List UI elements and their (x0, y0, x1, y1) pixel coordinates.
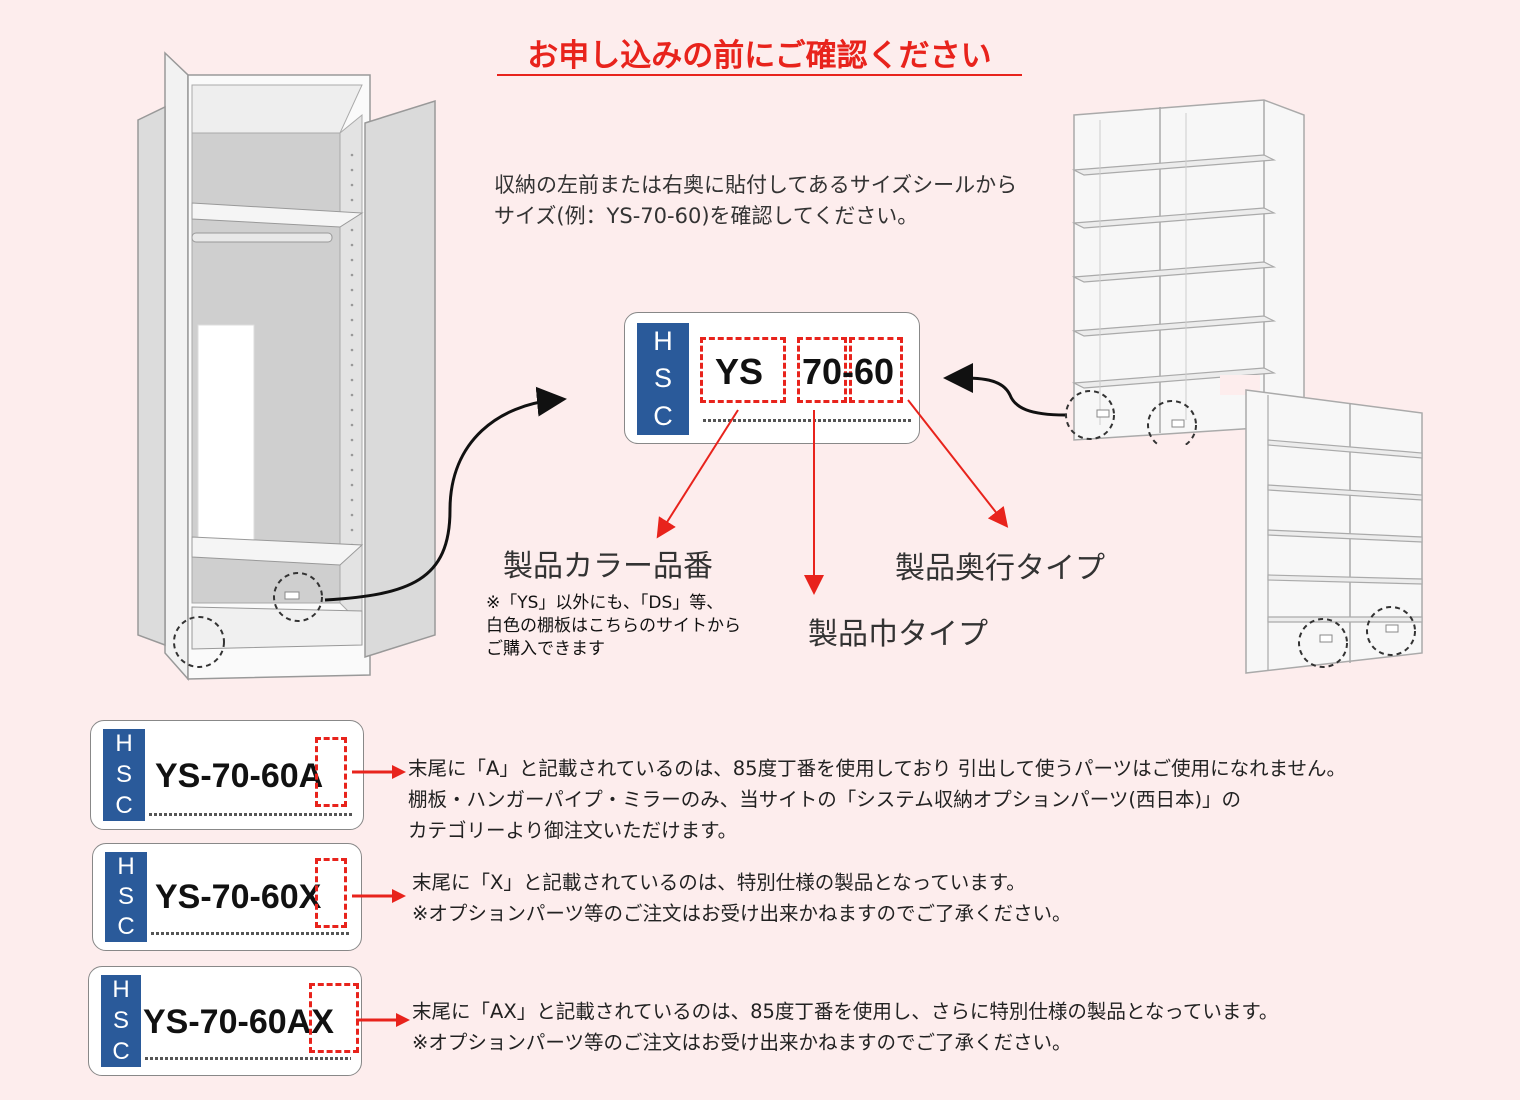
color-note: ※「YS」以外にも、「DS」等、 白色の棚板はこちらのサイトから ご購入できます (486, 592, 741, 661)
variant-label-ax: H S C YS-70-60AX (88, 966, 362, 1076)
logo-letter-c: C (653, 400, 673, 431)
variant-code: YS-70-60A (155, 757, 323, 796)
note-line-3: ご購入できます (486, 639, 605, 659)
hsc-logo: H S C (101, 975, 141, 1067)
intro-line-2: サイズ(例：YS-70-60)を確認してください。 (494, 204, 919, 228)
suffix-box (315, 737, 347, 807)
variant-code-suffix: A (298, 757, 324, 795)
intro-text: 収納の左前または右奥に貼付してあるサイズシールから サイズ(例：YS-70-60… (494, 170, 1017, 232)
variant-label-a: H S C YS-70-60A (90, 720, 364, 830)
intro-line-1: 収納の左前または右奥に貼付してあるサイズシールから (494, 173, 1018, 197)
variant-a-line-3: カテゴリーより御注文いただけます。 (408, 819, 738, 842)
variant-row-a: H S C YS-70-60A (90, 720, 365, 832)
note-line-1: ※「YS」以外にも、「DS」等、 (486, 593, 724, 613)
logo-letter-h: H (112, 976, 130, 1004)
wardrobe-illustration (137, 51, 436, 681)
callout-width: 製品巾タイプ (808, 617, 988, 652)
depth-code-box (849, 337, 903, 403)
variant-row-ax: H S C YS-70-60AX (88, 966, 364, 1078)
title-underline (497, 74, 1022, 76)
callout-depth: 製品奥行タイプ (895, 551, 1105, 586)
row-arrow-ax (356, 1013, 410, 1027)
color-code: YS (715, 351, 764, 392)
logo-letter-s: S (117, 883, 134, 910)
note-line-2: 白色の棚板はこちらのサイトから (486, 616, 741, 636)
hsc-logo: H S C (105, 852, 147, 942)
logo-letter-c: C (117, 913, 135, 940)
variant-row-x: H S C YS-70-60X (92, 843, 364, 953)
variant-code: YS-70-60X (155, 878, 321, 917)
variant-a-line-2: 棚板・ハンガーパイプ・ミラーのみ、当サイトの「システム収納オプションパーツ(西日… (408, 788, 1242, 811)
logo-letter-h: H (653, 326, 673, 357)
variant-code-base: YS-70-60 (143, 1003, 287, 1041)
logo-letter-s: S (112, 1006, 129, 1034)
shelving-illustration-2 (1245, 389, 1423, 674)
variant-ax-line-1: 末尾に「AX」と記載されているのは、85度丁番を使用し、さらに特別仕様の製品とな… (412, 1000, 1279, 1023)
logo-letter-h: H (117, 853, 135, 880)
callout-arrows (656, 399, 1009, 595)
pointer-arrow-left (324, 386, 567, 602)
variant-code: YS-70-60AX (143, 1003, 334, 1042)
logo-letter-h: H (115, 730, 133, 758)
logo-letter-c: C (115, 791, 133, 819)
logo-letter-s: S (653, 363, 672, 394)
variant-label-x: H S C YS-70-60X (92, 843, 362, 951)
row-arrow-x (352, 889, 406, 903)
pointer-arrow-right (943, 363, 1066, 417)
variant-x-line-1: 末尾に「X」と記載されているのは、特別仕様の製品となっています。 (412, 871, 1026, 894)
logo-letter-c: C (112, 1037, 130, 1065)
suffix-box (309, 983, 359, 1053)
label-url-line (703, 419, 913, 422)
color-code-box (700, 337, 786, 403)
variant-x-line-2: ※オプションパーツ等のご注文はお受け出来かねますのでご了承ください。 (412, 902, 1072, 925)
shelving-illustration-1 (1065, 99, 1305, 445)
variant-code-base: YS-70-60 (155, 878, 299, 916)
variant-description-a: 末尾に「A」と記載されているのは、85度丁番を使用しており 引出して使うパーツは… (408, 753, 1346, 846)
label-url-line (145, 1057, 351, 1060)
hsc-logo: H S C (637, 323, 689, 435)
variant-description-ax: 末尾に「AX」と記載されているのは、85度丁番を使用し、さらに特別仕様の製品とな… (412, 996, 1278, 1058)
label-url-line (151, 932, 351, 935)
page-title: お申し込みの前にご確認ください (527, 38, 992, 74)
variant-ax-line-2: ※オプションパーツ等のご注文はお受け出来かねますのでご了承ください。 (412, 1031, 1072, 1054)
hsc-logo: H S C (103, 729, 145, 821)
callout-color: 製品カラー品番 (503, 549, 713, 584)
size-code: 70-60 (802, 351, 895, 392)
variant-code-base: YS-70-60 (155, 757, 299, 795)
logo-letter-s: S (115, 760, 132, 788)
label-url-line (149, 813, 353, 816)
size-label-example: H S C YS 70-60 (624, 312, 920, 444)
width-code-box (797, 337, 847, 403)
suffix-box (315, 858, 347, 928)
row-arrow-a (352, 765, 406, 779)
variant-description-x: 末尾に「X」と記載されているのは、特別仕様の製品となっています。 ※オプションパ… (412, 867, 1071, 929)
variant-a-line-1: 末尾に「A」と記載されているのは、85度丁番を使用しており 引出して使うパーツは… (408, 757, 1347, 780)
